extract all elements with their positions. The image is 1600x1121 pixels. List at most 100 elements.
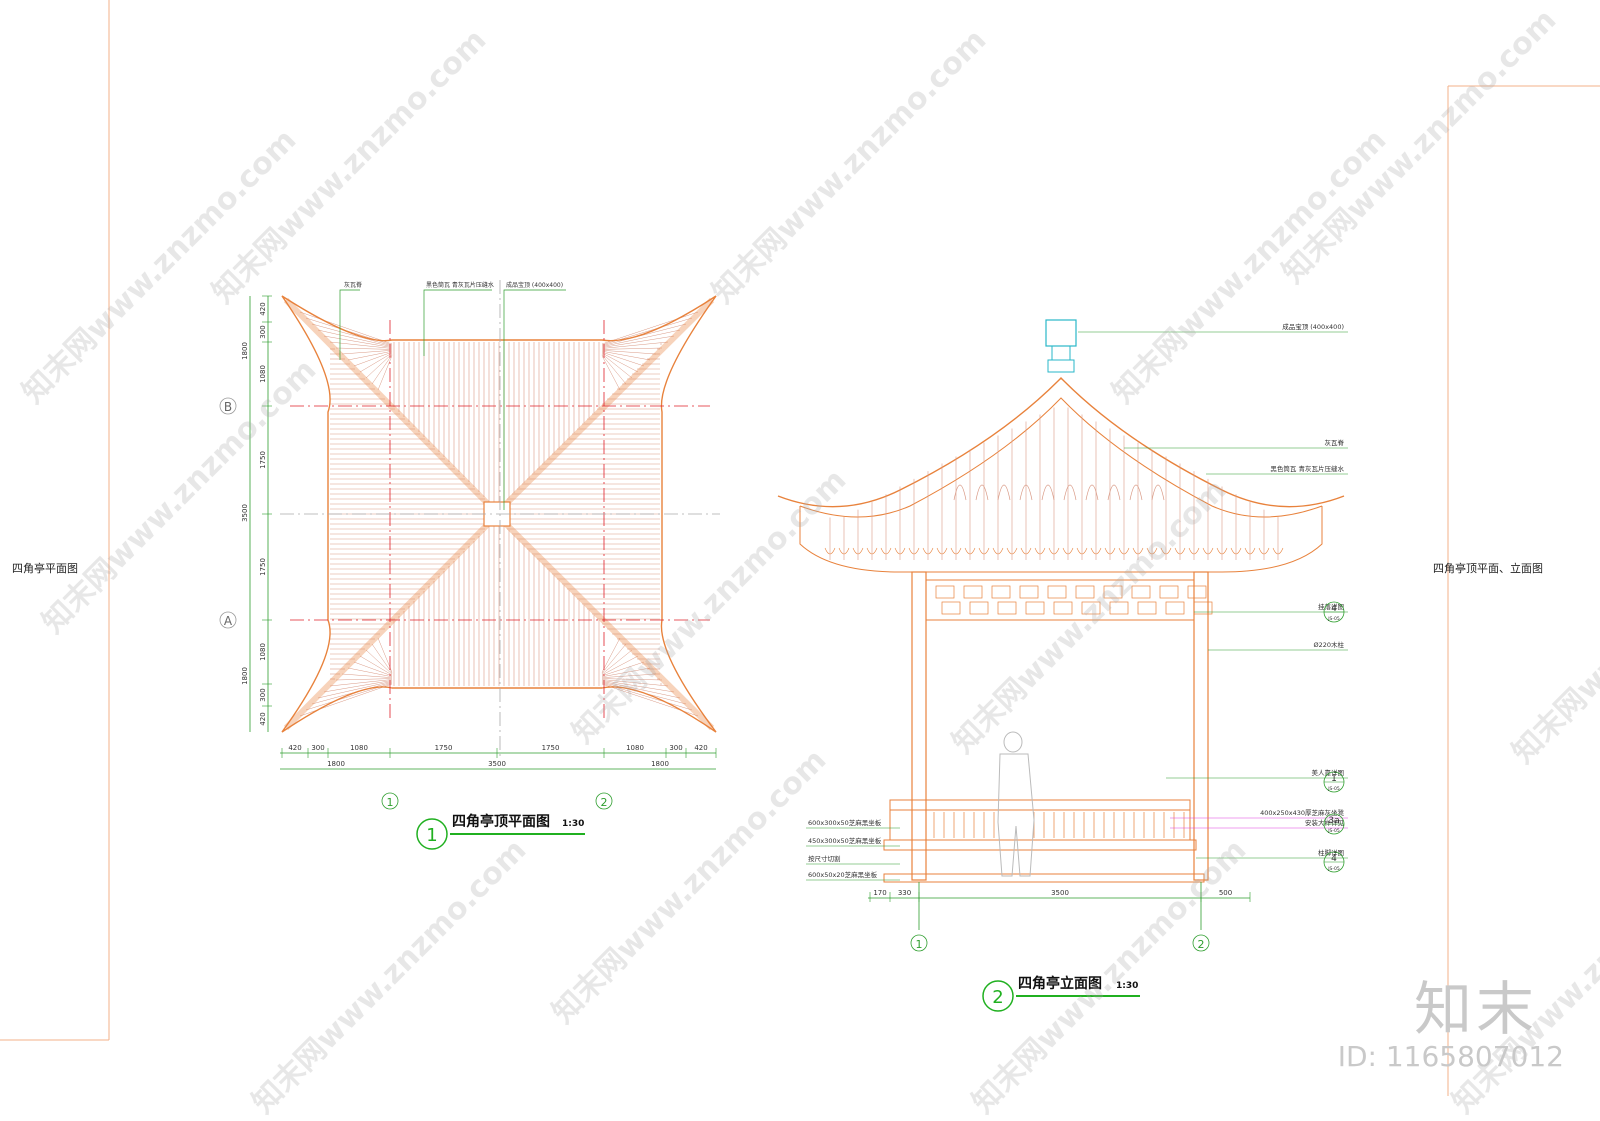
elev-dim-2: 3500: [1051, 889, 1069, 897]
elev-left-callout-2: 按尺寸切割: [808, 854, 841, 863]
column-right: [1193, 571, 1209, 881]
roof-plan-view: 420 300 1080 1750 1750 1080 300 420 1800 3500 1800…: [219, 280, 720, 850]
elev-callout-0: 成品宝顶 (400x400): [1282, 322, 1344, 331]
axis-label-1: 1: [387, 796, 394, 809]
lattice-pattern: [935, 585, 1213, 615]
plan-dim-bottom-2: 1080: [350, 744, 368, 752]
plan-title-block: 1 四角亭顶平面图 1:30: [416, 813, 585, 850]
detail-ref-num-1: 1: [1331, 774, 1337, 784]
bench-seat: [883, 839, 1197, 851]
axis-label-2: 2: [601, 796, 608, 809]
elev-callout-6: 400x250x430厚芝麻灰坐凳: [1260, 808, 1344, 817]
column-left: [911, 571, 927, 881]
elev-axis-bubbles: 1 2: [910, 934, 1210, 952]
plan-axis-bubbles: B A 1 2: [219, 397, 613, 810]
plan-dim-left-3: 1750: [259, 451, 267, 469]
elev-scale: 1:30: [1116, 981, 1138, 991]
bench-rail: [889, 799, 1191, 811]
human-figure: [997, 731, 1035, 877]
grid-lines: [280, 280, 720, 760]
elev-left-callout-1: 450x300x50芝麻黑坐板: [808, 836, 882, 845]
plan-dim-left-total-2: 1800: [241, 667, 249, 685]
detail-ref-1: 1JS-05: [1323, 771, 1345, 793]
elev-callout-7: 安装大样详见: [1305, 818, 1345, 827]
plan-dimension-text: 420 300 1080 1750 1750 1080 300 420 1800 3500 1800…: [241, 295, 717, 768]
plan-dim-total-2: 1800: [651, 760, 669, 768]
plan-dim-left-total-1: 3500: [241, 504, 249, 522]
elev-dim-0: 170: [873, 889, 886, 897]
plan-title-badge: 1: [426, 825, 437, 846]
roof-tile-pattern: [824, 407, 1284, 560]
elev-left-callout-3: 600x50x20芝麻黑坐板: [808, 870, 878, 879]
document-id: ID: 1165807012: [1337, 1040, 1564, 1073]
plan-dim-total-0: 1800: [327, 760, 345, 768]
plan-callout-3: 成品宝顶 (400x400): [506, 281, 563, 289]
plan-dim-left-total-0: 1800: [241, 342, 249, 360]
finial-top: [1045, 319, 1077, 347]
cad-drawing: 420 300 1080 1750 1750 1080 300 420 1800 3500 1800…: [0, 0, 1600, 1096]
detail-ref-num-0: 4: [1331, 604, 1337, 614]
roof-eave: [799, 506, 1323, 573]
elev-title-badge: 2: [992, 987, 1003, 1008]
axis-label-b: B: [224, 400, 232, 414]
plan-dim-left-5: 1080: [259, 643, 267, 661]
detail-ref-3: 4JS-05: [1323, 851, 1345, 873]
roof-tile-hatch: [299, 311, 699, 717]
roof-ridge-outer: [777, 377, 1345, 508]
hip-ridge-sw: [283, 521, 491, 731]
bench-back: [889, 809, 1191, 841]
plan-callout-1: 灰瓦脊: [344, 281, 362, 289]
plan-dim-left-2: 1080: [259, 365, 267, 383]
elev-dimension-text: 170 330 3500 500: [869, 889, 1251, 902]
plan-title: 四角亭顶平面图: [452, 813, 550, 830]
elev-title-block: 2 四角亭立面图 1:30: [982, 975, 1140, 1012]
plan-dim-bottom-0: 420: [288, 744, 301, 752]
lattice-frame: [925, 579, 1195, 621]
elev-callout-4: Ø220木柱: [1313, 640, 1344, 649]
plan-callout-leaders: [339, 289, 566, 510]
elev-callout-3: 挂落详图: [1318, 602, 1344, 611]
elev-callout-1: 灰瓦脊: [1325, 438, 1345, 447]
plan-dim-left-0: 420: [259, 302, 267, 315]
roof-ridge-inner: [799, 397, 1323, 518]
elev-dim-3: 500: [1219, 889, 1232, 897]
elev-left-callout-0: 600x300x50芝麻黑坐板: [808, 818, 882, 827]
finial-base: [1047, 359, 1075, 373]
right-sheet-title: 四角亭顶平面、立面图: [1433, 562, 1543, 575]
detail-ref-0: 4JS-05: [1323, 601, 1345, 623]
elev-axis-lines: [868, 882, 1250, 930]
detail-ref-sheet-1: JS-05: [1327, 786, 1340, 792]
elev-axis-1: 1: [916, 938, 923, 951]
elev-title: 四角亭立面图: [1018, 975, 1102, 992]
roof-outline: [281, 295, 717, 733]
hip-ridge-nw: [283, 297, 491, 507]
finial-neck: [1051, 345, 1071, 361]
detail-ref-sheet-3: JS-05: [1327, 866, 1340, 872]
plan-callout-2: 黑色筒瓦 青灰瓦片压缝水: [426, 281, 494, 289]
plan-dim-total-1: 3500: [488, 760, 506, 768]
plan-bottom-dimensions: [280, 752, 716, 770]
plan-dim-bottom-6: 300: [669, 744, 682, 752]
plan-dim-left-7: 420: [259, 712, 267, 725]
plan-dim-bottom-1: 300: [311, 744, 324, 752]
plan-dim-left-6: 300: [259, 688, 267, 701]
plan-dim-bottom-3: 1750: [435, 744, 453, 752]
detail-ref-num-2: 3a: [1328, 816, 1339, 826]
detail-ref-sheet-0: JS-05: [1327, 616, 1340, 622]
plan-dim-bottom-4: 1750: [542, 744, 560, 752]
detail-ref-num-3: 4: [1331, 854, 1337, 864]
axis-label-a: A: [224, 614, 233, 628]
ground-slab: [883, 873, 1205, 883]
hip-ridge-se: [503, 521, 715, 731]
detail-ref-sheet-2: JS-05: [1327, 828, 1340, 834]
brand-mark: 知末: [1413, 975, 1538, 1043]
plan-dim-bottom-7: 420: [694, 744, 707, 752]
plan-scale: 1:30: [562, 819, 584, 829]
plan-dim-left-4: 1750: [259, 558, 267, 576]
elev-dim-1: 330: [898, 889, 911, 897]
